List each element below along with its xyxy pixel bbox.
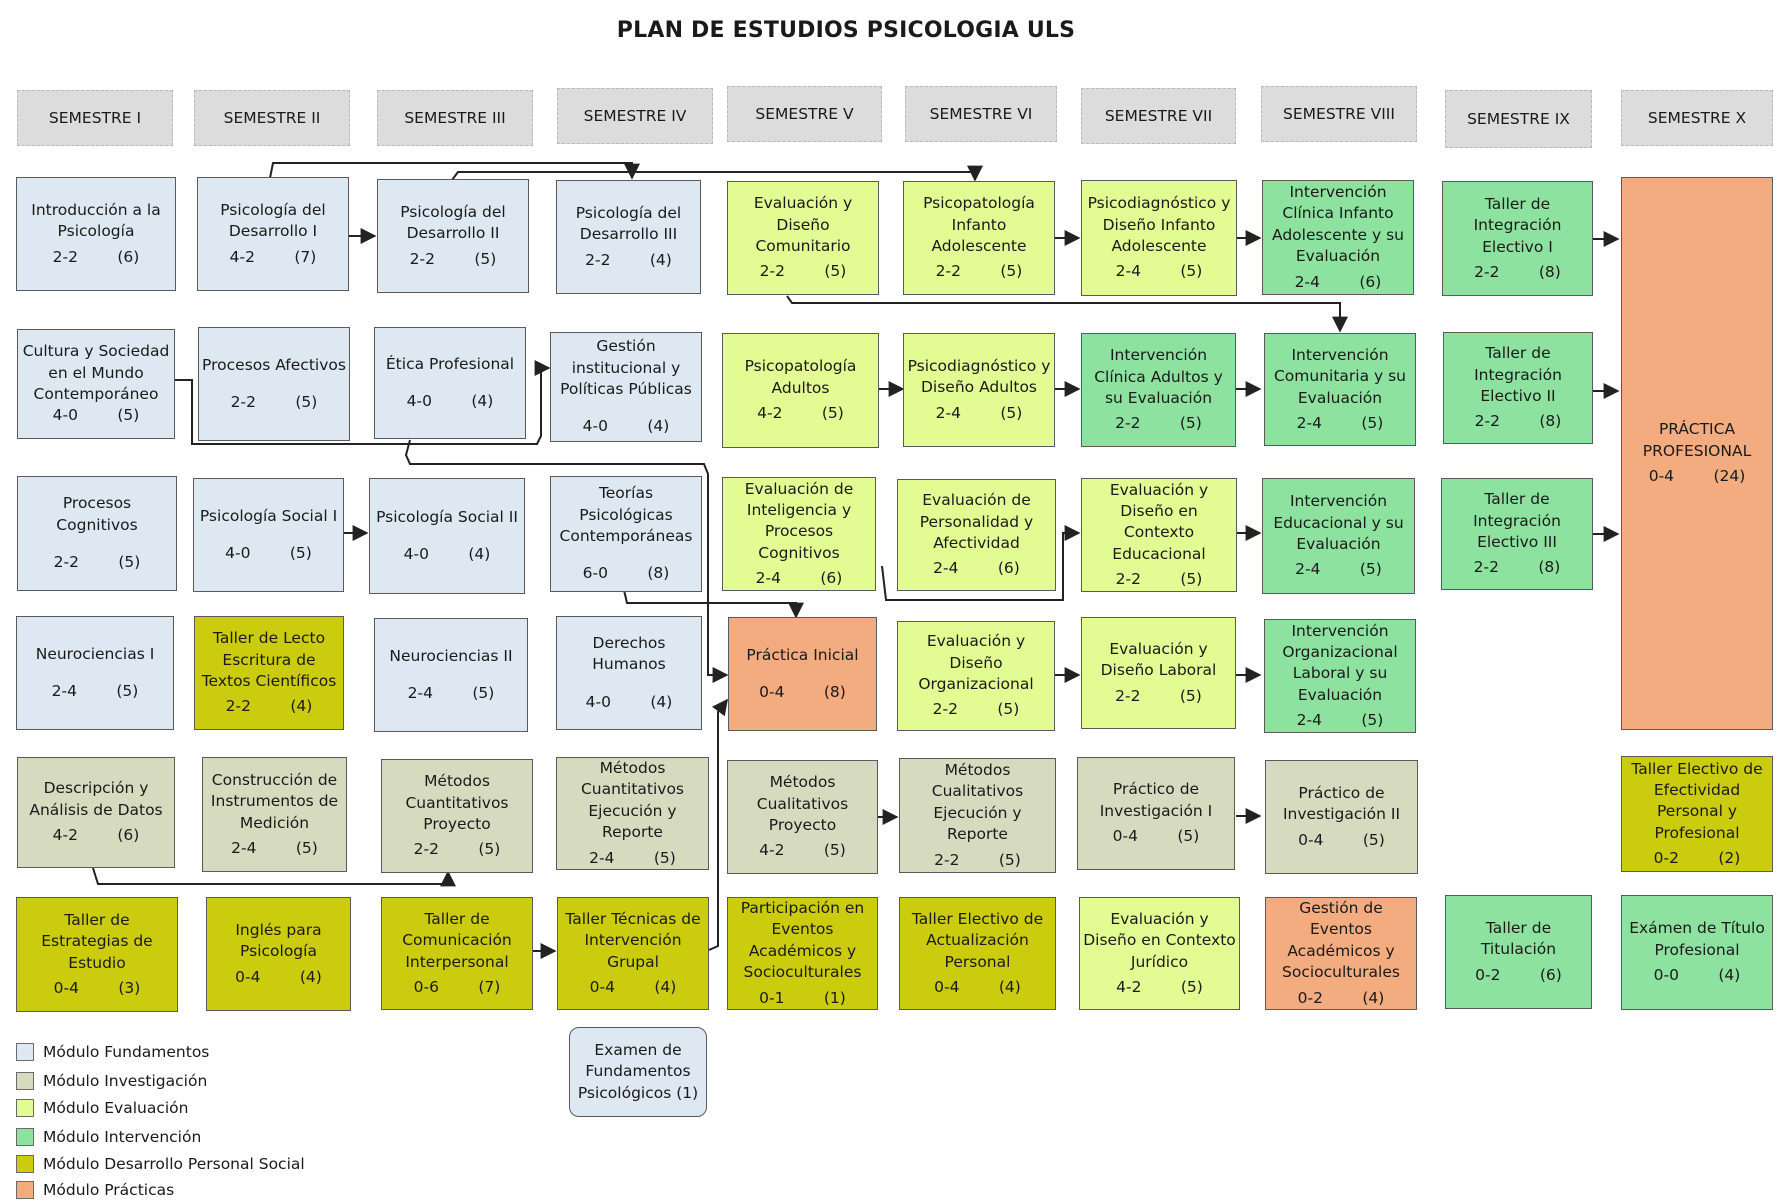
arrow-cultura-gestion bbox=[175, 360, 551, 445]
arrow-dev1-dev3 bbox=[269, 162, 640, 180]
course-gestion-eventos: Gestión de Eventos Académicos y Sociocul… bbox=[1265, 897, 1417, 1010]
course-evaluacion-juridico: Evaluación y Diseño en Contexto Jurídico… bbox=[1079, 897, 1240, 1010]
legend-swatch bbox=[16, 1181, 34, 1199]
course-metodos-cualitativos-ejecucion: Métodos Cualitativos Ejecución y Reporte… bbox=[899, 758, 1056, 873]
legend-item-investigacion: Módulo Investigación bbox=[16, 1071, 207, 1091]
legend-swatch bbox=[16, 1155, 34, 1173]
legend-swatch bbox=[16, 1099, 34, 1117]
semester-header-1: SEMESTRE I bbox=[17, 90, 173, 146]
semester-header-5: SEMESTRE V bbox=[727, 86, 882, 142]
legend-item-desarrollo: Módulo Desarrollo Personal Social bbox=[16, 1154, 305, 1174]
semester-header-2: SEMESTRE II bbox=[194, 90, 350, 146]
course-construccion-instrumentos: Construcción de Instrumentos de Medición… bbox=[202, 757, 347, 872]
semester-header-8: SEMESTRE VIII bbox=[1261, 86, 1417, 142]
course-psicodiagnostico-infanto: Psicodiagnóstico y Diseño Infanto Adoles… bbox=[1081, 180, 1237, 296]
semester-header-4: SEMESTRE IV bbox=[557, 88, 713, 144]
course-participacion-eventos: Participación en Eventos Académicos y So… bbox=[727, 897, 878, 1010]
course-intervencion-clinica-adultos: Intervención Clínica Adultos y su Evalua… bbox=[1081, 333, 1236, 447]
arrow-evpers-evedu bbox=[881, 525, 1081, 601]
course-evaluacion-educacional: Evaluación y Diseño en Contexto Educacio… bbox=[1081, 478, 1237, 592]
arrow-ttecn-pinicial bbox=[708, 698, 728, 951]
arrow-teorias-pinicial bbox=[623, 589, 804, 619]
page-title: PLAN DE ESTUDIOS PSICOLOGIA ULS bbox=[616, 18, 1076, 43]
legend-swatch bbox=[16, 1128, 34, 1146]
semester-header-10: SEMESTRE X bbox=[1621, 90, 1773, 146]
course-intervencion-educacional: Intervención Educacional y su Evaluación… bbox=[1262, 478, 1415, 594]
arrow-etica-pinicial bbox=[404, 439, 729, 683]
course-intervencion-organizacional: Intervención Organizacional Laboral y su… bbox=[1264, 619, 1416, 733]
semester-header-3: SEMESTRE III bbox=[377, 90, 533, 146]
semester-header-9: SEMESTRE IX bbox=[1445, 90, 1592, 148]
course-intervencion-clinica-infanto: Intervención Clínica Infanto Adolescente… bbox=[1262, 180, 1414, 295]
course-taller-lecto-escritura: Taller de Lecto Escritura de Textos Cien… bbox=[194, 616, 344, 730]
course-evaluacion-inteligencia: Evaluación de Inteligencia y Procesos Co… bbox=[722, 477, 876, 591]
arrow-evcom-icom bbox=[786, 295, 1348, 333]
legend-item-intervencion: Módulo Intervención bbox=[16, 1127, 201, 1147]
course-evaluacion-personalidad: Evaluación de Personalidad y Afectividad… bbox=[897, 479, 1056, 591]
examen-fundamentos: Examen de Fundamentos Psicológicos (1) bbox=[569, 1027, 707, 1117]
semester-header-7: SEMESTRE VII bbox=[1081, 88, 1236, 144]
course-metodos-cuantitativos-ejecucion: Métodos Cuantitativos Ejecución y Report… bbox=[556, 757, 709, 870]
course-cultura-sociedad: Cultura y Sociedad en el Mundo Contempor… bbox=[17, 329, 175, 439]
legend-swatch bbox=[16, 1043, 34, 1061]
arrow-dev2-psinf bbox=[451, 165, 983, 182]
legend-swatch bbox=[16, 1072, 34, 1090]
legend-item-fundamentos: Módulo Fundamentos bbox=[16, 1042, 209, 1062]
legend-item-evaluacion: Módulo Evaluación bbox=[16, 1098, 188, 1118]
arrow-desc-mcuanp bbox=[92, 867, 456, 887]
semester-header-6: SEMESTRE VI bbox=[905, 86, 1057, 142]
legend-item-practicas: Módulo Prácticas bbox=[16, 1180, 174, 1200]
course-gestion-institucional: Gestión institucional y Políticas Públic… bbox=[550, 332, 702, 442]
course-taller-actualizacion: Taller Electivo de Actualización Persona… bbox=[899, 897, 1056, 1010]
course-intervencion-comunitaria: Intervención Comunitaria y su Evaluación… bbox=[1264, 333, 1416, 446]
course-taller-efectividad-personal: Taller Electivo de Efectividad Personal … bbox=[1621, 756, 1773, 872]
